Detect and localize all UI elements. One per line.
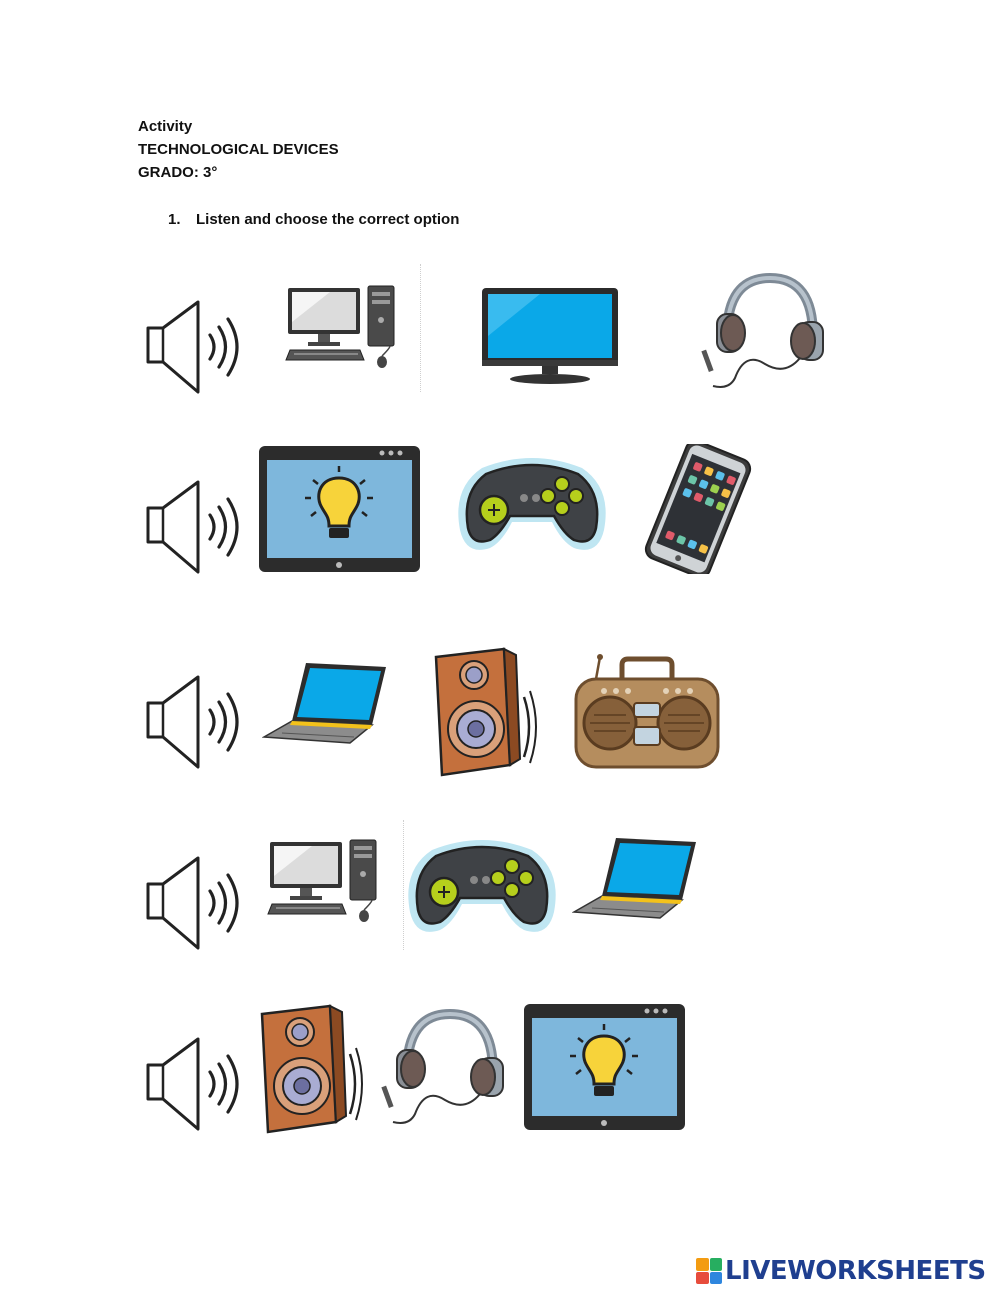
question-row-2 bbox=[0, 438, 1000, 588]
tablet-option[interactable] bbox=[257, 444, 422, 574]
instruction-line: 1. Listen and choose the correct option bbox=[168, 211, 459, 228]
question-row-3 bbox=[0, 645, 1000, 795]
question-row-1 bbox=[0, 258, 1000, 408]
question-row-4 bbox=[0, 820, 1000, 970]
instruction-text: Listen and choose the correct option bbox=[196, 211, 460, 228]
divider bbox=[403, 820, 404, 950]
game-controller-option[interactable] bbox=[402, 820, 562, 950]
activity-label: Activity bbox=[138, 118, 193, 135]
television-option[interactable] bbox=[480, 286, 620, 386]
radio-option[interactable] bbox=[572, 653, 722, 773]
worksheet-header: Activity TECHNOLOGICAL DEVICES GRADO: 3° bbox=[138, 115, 339, 184]
divider bbox=[420, 264, 421, 392]
audio-play-icon[interactable] bbox=[138, 856, 243, 956]
headphones-option[interactable] bbox=[375, 1002, 505, 1132]
speaker-option[interactable] bbox=[430, 647, 540, 777]
game-controller-option[interactable] bbox=[452, 438, 612, 568]
desktop-computer-option[interactable] bbox=[280, 280, 400, 370]
instruction-number: 1. bbox=[168, 211, 181, 228]
speaker-option[interactable] bbox=[256, 1004, 366, 1134]
laptop-option[interactable] bbox=[572, 834, 702, 924]
brand-name: LIVEWORKSHEETS bbox=[725, 1256, 986, 1286]
audio-play-icon[interactable] bbox=[138, 1037, 243, 1137]
question-row-5 bbox=[0, 1002, 1000, 1152]
worksheet-title: TECHNOLOGICAL DEVICES bbox=[138, 141, 339, 158]
tablet-option[interactable] bbox=[522, 1002, 687, 1132]
audio-play-icon[interactable] bbox=[138, 300, 243, 400]
grade-label: GRADO: 3° bbox=[138, 164, 218, 181]
headphones-option[interactable] bbox=[695, 266, 825, 396]
brand-icon bbox=[696, 1258, 722, 1284]
liveworksheets-logo: LIVEWORKSHEETS bbox=[696, 1255, 986, 1287]
audio-play-icon[interactable] bbox=[138, 675, 243, 775]
laptop-option[interactable] bbox=[262, 659, 392, 749]
desktop-computer-option[interactable] bbox=[262, 834, 382, 924]
audio-play-icon[interactable] bbox=[138, 480, 243, 580]
smartphone-option[interactable] bbox=[628, 444, 768, 574]
